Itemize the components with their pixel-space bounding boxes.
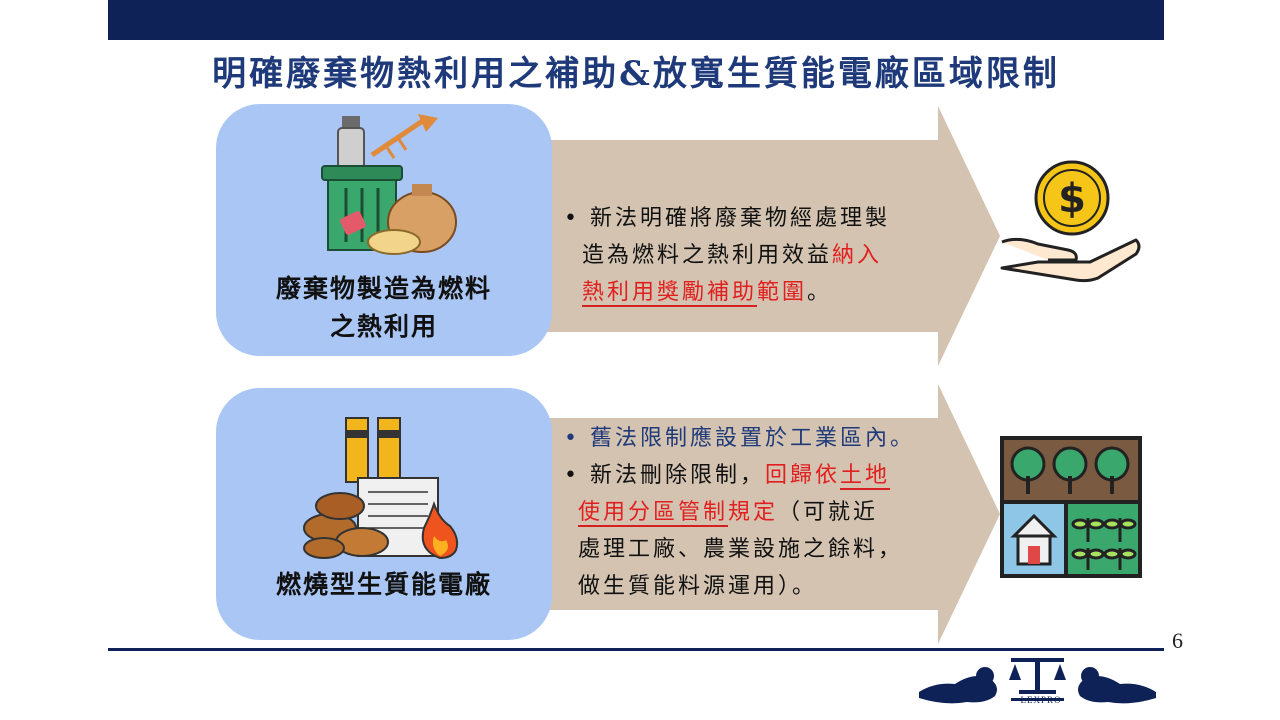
row1-highlight-scope: 範圍: [757, 280, 808, 305]
land-zoning-icon: [1000, 436, 1142, 578]
row2-bullet-line4: 做生質能料源運用）。: [578, 574, 818, 599]
row1-bullet-line2-text: 造為燃料之熱利用效益: [582, 243, 833, 268]
money-hand-icon: $: [1000, 160, 1141, 283]
row2-highlight-zoning: 使用分區管制: [578, 500, 729, 527]
biomass-plant-icon: [303, 417, 459, 560]
row1-highlight-include: 納入: [832, 243, 883, 268]
row2-highlight-rules: 規定: [728, 500, 779, 525]
row2-bullet-old-law: • 舊法限制應設置於工業區內。: [564, 426, 915, 451]
logo-text: LEXPRO: [1020, 695, 1062, 705]
lexpro-logo-icon: [919, 658, 1156, 704]
card-label-line2: 之熱利用: [329, 312, 438, 341]
slide-title: 明確廢棄物熱利用之補助&放寬生質能電廠區域限制: [212, 54, 1060, 94]
row2-highlight-land: 土地: [840, 463, 891, 490]
arrow-shape-2: [540, 384, 1000, 644]
row2-bullet-nearby: （可就近: [778, 500, 879, 525]
row2-highlight-return: 回歸依: [764, 463, 840, 488]
row1-bullets: • 新法明確將廢棄物經處理製 造為燃料之熱利用效益納入 熱利用獎勵補助範圍。: [564, 200, 890, 311]
card-waste-fuel: 廢棄物製造為燃料 之熱利用: [216, 104, 552, 356]
row1-highlight-subsidy: 熱利用獎勵補助: [582, 280, 758, 307]
row1-bullet-line1: • 新法明確將廢棄物經處理製: [564, 206, 890, 231]
row2-bullets: • 舊法限制應設置於工業區內。 • 新法刪除限制，回歸依土地 使用分區管制規定（…: [564, 420, 915, 605]
top-header-bar: [108, 0, 1164, 40]
row2-bullet-line3: 處理工廠、農業設施之餘料，: [578, 537, 904, 562]
page-number: 6: [1172, 628, 1183, 653]
svg-text:$: $: [1058, 176, 1086, 222]
bottom-divider: [108, 648, 1164, 651]
waste-fuel-icon: [321, 114, 457, 255]
row2-bullet-new-law: • 新法刪除限制，: [564, 463, 765, 488]
card-biomass-plant: 燃燒型生質能電廠: [216, 388, 552, 640]
row1-bullet-end: 。: [807, 280, 833, 305]
card-label-biomass: 燃燒型生質能電廠: [275, 570, 492, 599]
card-label-line1: 廢棄物製造為燃料: [275, 274, 492, 303]
arrow-shape-1: [540, 106, 1000, 366]
